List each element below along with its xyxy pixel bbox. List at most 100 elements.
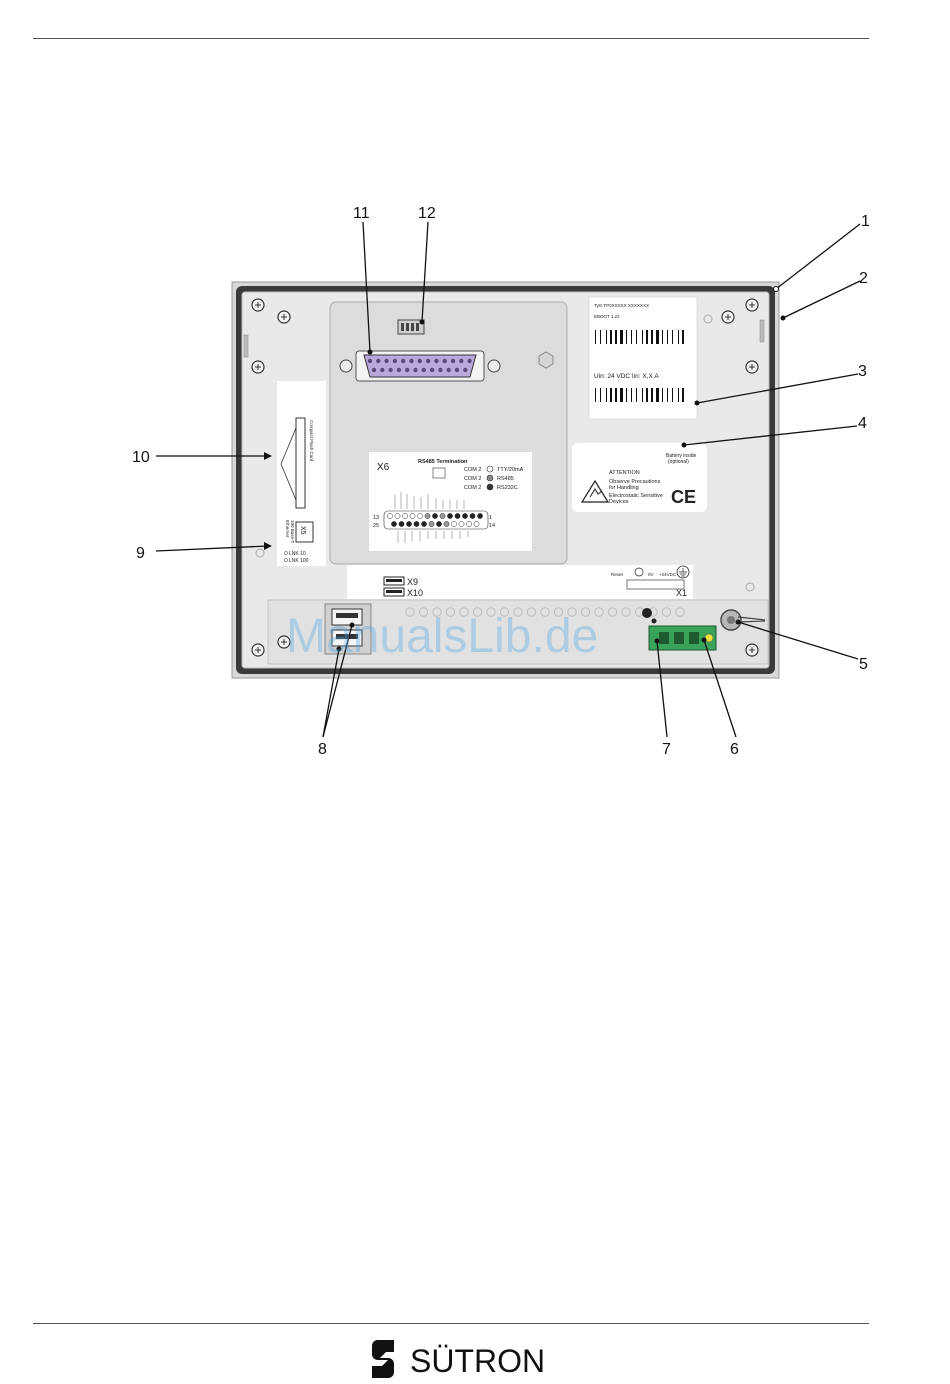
barcode-bar	[646, 388, 648, 402]
barcode-bar	[682, 388, 684, 402]
barcode-bar	[595, 388, 596, 402]
barcode-bar	[642, 330, 643, 344]
db25-pin	[459, 358, 464, 364]
barcode-bar	[631, 388, 632, 402]
vent-hole	[567, 607, 577, 617]
x6-pin	[413, 521, 420, 527]
barcode-icon	[595, 330, 684, 344]
barcode-bar	[662, 330, 663, 344]
barcode-bar	[600, 388, 601, 402]
vent-hole	[499, 607, 510, 617]
barcode-bar	[615, 330, 617, 344]
com-row-2-label: COM 2	[464, 476, 481, 482]
vent-hole	[594, 607, 604, 617]
x6-pin	[424, 513, 431, 519]
db25-pin	[463, 367, 468, 373]
pin-label-1: 1	[489, 515, 492, 521]
db25-pin	[384, 358, 389, 364]
com-row-2-mode: RS485	[497, 476, 514, 482]
x6-pin	[451, 521, 457, 527]
vent-hole	[580, 607, 591, 617]
x10-port-label: X10	[407, 588, 423, 598]
vent-hole	[472, 607, 483, 617]
barcode-bar	[656, 330, 659, 344]
barcode-bar	[600, 330, 601, 344]
x6-pin	[473, 521, 480, 527]
barcode-bar	[636, 330, 637, 344]
x1-0v-label: 0V	[648, 572, 654, 577]
callout-2: 2	[859, 270, 868, 287]
x6-pin	[406, 521, 412, 527]
x6-pin	[402, 513, 408, 519]
x6-pin	[458, 521, 465, 527]
bottom-rule	[33, 1323, 869, 1324]
db25-pin	[409, 358, 414, 364]
vent-hole	[459, 607, 469, 617]
barcode-bar	[667, 388, 668, 402]
x6-pin	[432, 513, 438, 519]
vent-hole	[513, 607, 523, 617]
led-icon	[284, 551, 288, 555]
vent-hole	[675, 607, 685, 617]
x6-port-label: X6	[377, 462, 390, 473]
db25-pin	[421, 367, 426, 373]
rs485-title: RS485 Termination	[418, 459, 468, 465]
barcode-bar	[620, 330, 623, 344]
x1-24v-label: +24VDC	[659, 572, 677, 577]
barcode-bar	[651, 330, 653, 344]
db25-pin	[434, 358, 439, 364]
db25-pin	[438, 367, 443, 373]
vent-hole	[621, 607, 631, 617]
x5-port-label: X5	[299, 526, 306, 535]
attention-line2: for Handling	[609, 485, 639, 491]
com-row-1-mode: TTY/20mA	[497, 467, 524, 473]
brand-name: SÜTRON	[410, 1343, 545, 1379]
top-rule	[33, 38, 869, 39]
barcode-bar	[636, 388, 637, 402]
battery-label-line2: (optional)	[668, 459, 689, 465]
com-row-1-label: COM 2	[464, 467, 481, 473]
callout-5: 5	[859, 656, 868, 673]
barcode-bar	[626, 388, 627, 402]
type-plate-power: Uin: 24 VDC Iin: X,X A	[594, 373, 659, 380]
device-rear-view-figure: X6 RS485 Termination COM 2 TTY/20mA COM …	[132, 205, 870, 758]
attention-line3: Electrostatic Sensitive	[609, 493, 663, 499]
db25-pin	[450, 358, 456, 364]
barcode-bar	[631, 330, 632, 344]
ce-mark-icon: CE	[671, 487, 696, 507]
callout-8: 8	[318, 741, 327, 758]
callout-1: 1	[861, 213, 870, 230]
callout-7: 7	[662, 741, 671, 758]
x6-pin	[394, 513, 401, 519]
x6-pin	[477, 513, 483, 519]
db25-pin	[417, 358, 422, 364]
barcode-bar	[615, 388, 617, 402]
x1-port-label: X1	[676, 588, 687, 598]
vent-holes	[405, 607, 685, 617]
sutron-s-logo-icon	[372, 1340, 394, 1378]
x6-pin	[462, 513, 468, 519]
ethernet-port-x5	[295, 521, 314, 543]
x6-pin	[447, 513, 453, 519]
callout-10: 10	[132, 449, 150, 466]
db25-pin	[401, 358, 406, 364]
x6-pin	[387, 513, 393, 519]
pin-label-25: 25	[373, 523, 379, 529]
led-label-lnk10: LNK 10	[289, 551, 306, 557]
attention-line4: Devices	[609, 499, 629, 505]
x6-pin	[466, 521, 472, 527]
barcode-bar	[656, 388, 659, 402]
db25-pin	[376, 358, 381, 364]
x6-pin	[436, 521, 442, 527]
db25-pin	[467, 358, 472, 364]
db25-pin	[425, 358, 431, 364]
led-label-lnk100: LNK 100	[289, 558, 309, 564]
x6-pin	[391, 521, 397, 527]
db25-pin	[446, 367, 451, 373]
x6-label	[369, 452, 532, 551]
db25-pin	[442, 358, 447, 364]
db25-pin	[429, 367, 435, 373]
db25-pin	[413, 367, 418, 373]
x6-pin	[469, 513, 476, 519]
callout-9: 9	[136, 545, 145, 562]
